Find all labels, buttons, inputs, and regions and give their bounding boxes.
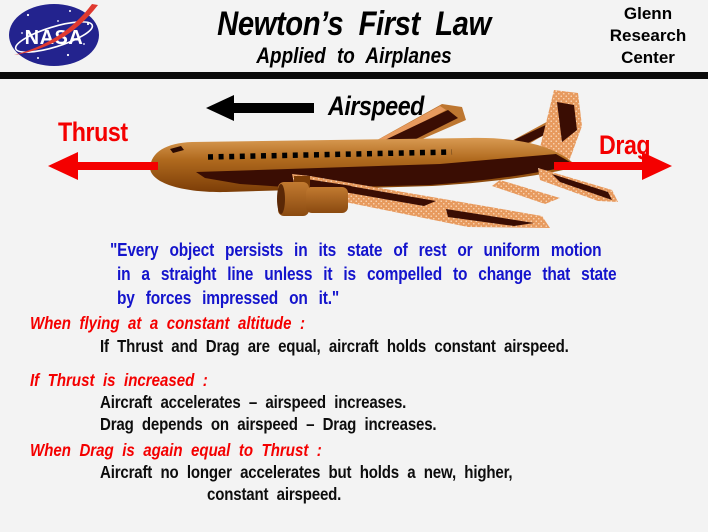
nasa-logo-stars <box>21 10 90 59</box>
org-line: Research <box>609 26 687 45</box>
nasa-logo: NASA <box>9 4 99 66</box>
near-wing-stripe-2 <box>338 184 436 206</box>
section-body-line: Drag depends on airspeed – Drag increase… <box>100 414 437 434</box>
section-body-line: Aircraft no longer accelerates but holds… <box>100 462 513 482</box>
section-body-line: If Thrust and Drag are equal, aircraft h… <box>100 336 569 356</box>
org-line: Center <box>621 48 675 67</box>
nasa-orbit-ellipse <box>14 21 94 53</box>
newton-quote-line: by forces impressed on it." <box>117 288 340 308</box>
near-wing-stripe-3 <box>446 209 534 226</box>
near-stabilizer-stripe <box>552 174 612 200</box>
engine-nacelle <box>306 187 348 213</box>
drag-label: Drag <box>599 130 651 160</box>
window-row <box>207 149 453 160</box>
org-name: Glenn Research Center <box>590 3 706 69</box>
nasa-swoosh <box>14 4 98 55</box>
section-body-line: Aircraft accelerates – airspeed increase… <box>100 392 407 412</box>
section-body-line: constant airspeed. <box>207 484 342 504</box>
cockpit-window <box>170 146 184 153</box>
header-divider-rule <box>0 72 708 79</box>
thrust-label: Thrust <box>58 117 128 147</box>
airplane-graphic <box>150 90 618 228</box>
newton-quote-line: in a straight line unless it is compelle… <box>117 264 617 284</box>
airspeed-arrow <box>206 95 314 121</box>
airplane-diagram <box>48 90 672 228</box>
section-heading-constant-altitude: When flying at a constant altitude : <box>30 313 305 333</box>
drag-arrow <box>554 152 672 180</box>
engine-intake <box>277 184 285 214</box>
section-heading-drag-equal-thrust: When Drag is again equal to Thrust : <box>30 440 322 460</box>
thrust-arrow <box>48 152 158 180</box>
engine-fan-case <box>278 182 309 216</box>
page-subtitle: Applied to Airplanes <box>256 43 452 68</box>
vertical-tail-patch <box>557 102 577 142</box>
near-stabilizer-inner <box>492 180 560 204</box>
fuselage-cheatline <box>196 154 570 188</box>
section-heading-thrust-increased: If Thrust is increased : <box>30 370 208 390</box>
page-title: Newton’s First Law <box>217 5 491 43</box>
airspeed-label: Airspeed <box>328 91 424 121</box>
org-line: Glenn <box>623 4 673 23</box>
newton-quote-line: "Every object persists in its state of r… <box>110 240 602 260</box>
